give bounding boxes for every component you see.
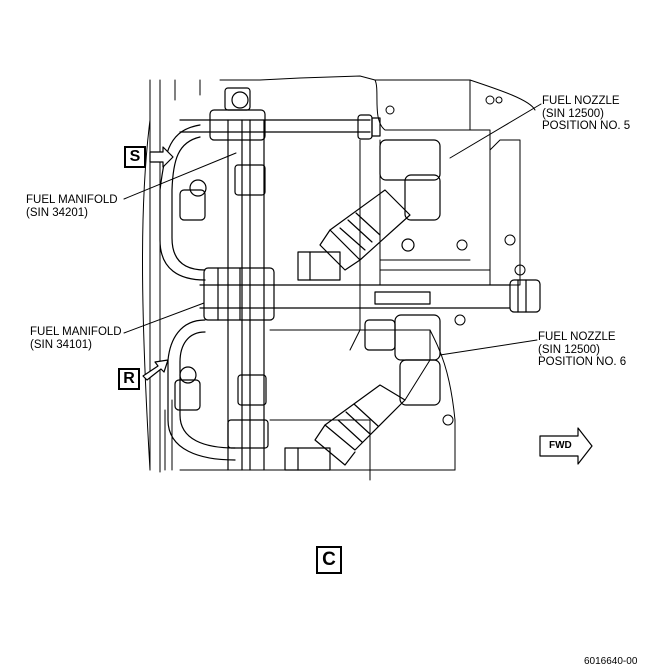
nozzle-6-label-line1: FUEL NOZZLE xyxy=(538,331,616,343)
manifold-2-label-line1: FUEL MANIFOLD xyxy=(30,326,122,338)
manifold-2-label-line2: (SIN 34101) xyxy=(30,338,93,351)
leader-nozzle-6 xyxy=(439,339,538,356)
arrow-s xyxy=(149,146,174,168)
nozzle-6-label: FUEL NOZZLE (SIN 12500) POSITION NO. 6 xyxy=(538,331,626,369)
leader-manifold-1 xyxy=(123,152,237,200)
arrow-r xyxy=(142,359,169,381)
fuel-nozzle-5-drawing xyxy=(297,139,441,281)
manifold-fittings xyxy=(174,87,251,411)
left-curved-tubes xyxy=(159,124,236,461)
nozzle-5-label-line3: POSITION NO. 5 xyxy=(542,120,631,132)
manifold-1-label: FUEL MANIFOLD (SIN 34201) xyxy=(26,194,118,219)
fwd-arrow xyxy=(539,427,593,465)
leader-manifold-2 xyxy=(123,302,205,334)
engine-case-outline xyxy=(142,75,536,481)
manifold-2-label: FUEL MANIFOLD (SIN 34101) xyxy=(30,326,122,351)
figure-number: 6016640-00 xyxy=(584,656,638,667)
leader-nozzle-5 xyxy=(449,103,542,159)
view-ref-s: S xyxy=(124,146,146,168)
manifold-1-label-line1: FUEL MANIFOLD xyxy=(26,194,118,206)
manifold-1-label-line2: (SIN 34201) xyxy=(26,206,89,219)
nozzle-6-label-line2: (SIN 12500) xyxy=(538,343,601,356)
fwd-label: FWD xyxy=(549,440,572,451)
nozzle-5-label-line2: (SIN 12500) xyxy=(542,107,605,120)
main-horizontal-tube xyxy=(199,279,541,313)
fuel-nozzle-6-drawing xyxy=(284,314,441,471)
view-label-c: C xyxy=(316,546,342,574)
view-arrows xyxy=(142,146,174,381)
nozzle-5-label-line1: FUEL NOZZLE xyxy=(542,95,620,107)
nozzle-6-label-line3: POSITION NO. 6 xyxy=(538,356,627,368)
leader-lines xyxy=(123,103,542,356)
upper-cross-tube xyxy=(179,114,381,140)
view-ref-r: R xyxy=(118,368,140,390)
vertical-manifold-tubes xyxy=(203,109,275,471)
nozzle-5-label: FUEL NOZZLE (SIN 12500) POSITION NO. 5 xyxy=(542,95,630,133)
